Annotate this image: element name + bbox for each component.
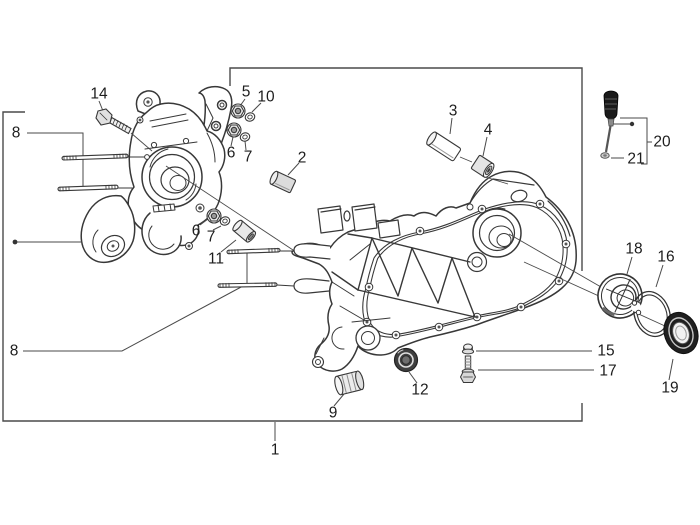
dowel-pin-3 bbox=[426, 131, 462, 162]
stud-bolt-upper-2 bbox=[57, 184, 119, 192]
small-parts bbox=[57, 103, 495, 396]
bottom-arch-lobe bbox=[141, 212, 182, 256]
dipstick-grip bbox=[603, 90, 619, 120]
flange-nut-5 bbox=[230, 103, 246, 119]
stud-bolt-mid-2 bbox=[217, 282, 278, 288]
crank-bore bbox=[141, 146, 203, 208]
dipstick-neck bbox=[607, 118, 615, 127]
mount-blocks bbox=[317, 203, 401, 239]
plug-15 bbox=[461, 343, 475, 355]
callout-leaders bbox=[12, 98, 674, 441]
mount-arm bbox=[80, 194, 136, 264]
bottom-boss bbox=[311, 317, 391, 369]
dipstick-stem bbox=[604, 125, 612, 153]
crankcase-right-half bbox=[291, 170, 577, 372]
stud-bolt-upper-1 bbox=[61, 153, 129, 161]
kick-bracket bbox=[466, 178, 571, 237]
crank-boss bbox=[466, 207, 522, 273]
rib-truss bbox=[331, 233, 476, 318]
washer-10 bbox=[244, 112, 256, 122]
flange-bolt-14 bbox=[95, 108, 132, 135]
washer-7-upper bbox=[239, 132, 251, 142]
left-lugs bbox=[293, 243, 331, 294]
bushing-4 bbox=[470, 154, 495, 178]
flange-nut-6-lower bbox=[206, 208, 222, 224]
stud-bolt-mid-1 bbox=[226, 247, 281, 255]
spacer-bush-9 bbox=[334, 370, 365, 396]
dipstick-tip-21 bbox=[600, 152, 610, 159]
oil-seal-19 bbox=[663, 311, 699, 355]
washer-7-lower bbox=[219, 216, 231, 226]
bearing-cluster bbox=[597, 273, 699, 355]
flange-nut-6-upper bbox=[226, 122, 242, 138]
interior-webs bbox=[331, 243, 371, 321]
dowel-bush-11 bbox=[232, 219, 257, 243]
circlip-16 bbox=[631, 290, 671, 338]
oil-seal-12 bbox=[393, 347, 419, 373]
screw-17 bbox=[459, 355, 477, 383]
right-half-outline bbox=[291, 170, 577, 372]
crankcase-left-half bbox=[80, 85, 233, 264]
oil-dipstick-20 bbox=[600, 90, 619, 159]
gasket-bolt-ears bbox=[362, 199, 571, 340]
frame-border bbox=[2, 67, 583, 422]
small-details bbox=[136, 116, 205, 250]
dowel-bush-2 bbox=[269, 170, 296, 194]
